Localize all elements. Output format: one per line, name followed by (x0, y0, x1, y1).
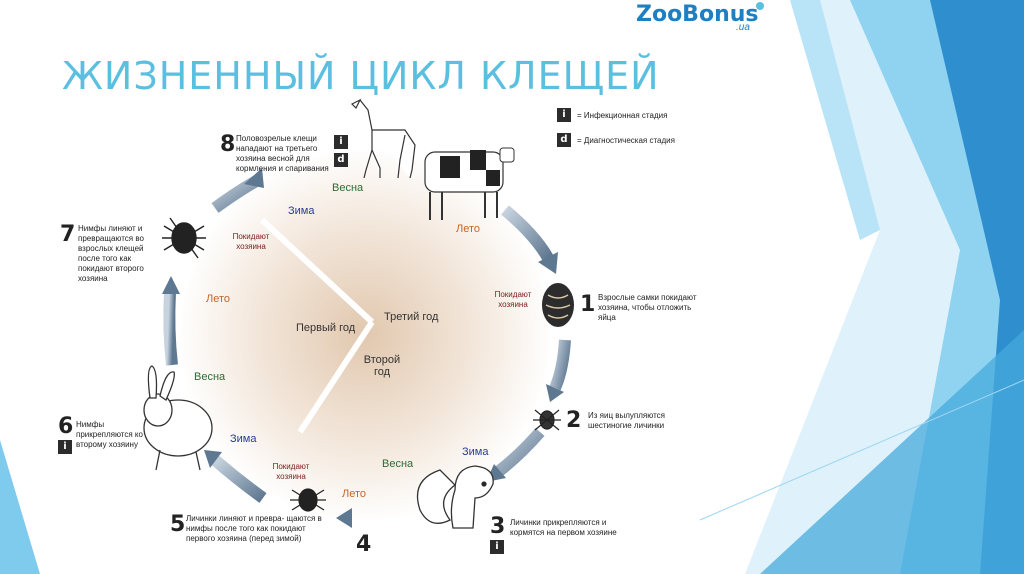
arrowhead-7 (162, 276, 180, 294)
arrowhead-2 (538, 252, 558, 274)
arrow-segment-6-to-7 (163, 291, 178, 366)
year-label-second: Второй год (363, 354, 401, 378)
rabbit-silhouette (143, 365, 213, 471)
season-summer-left: Лето (206, 293, 231, 305)
step-note-7: Нимфы линяют и превращаются во взрослых … (78, 224, 144, 283)
step-number-6: 6 (58, 414, 74, 439)
arrowhead-1 (244, 168, 264, 188)
step-number-5: 5 (170, 512, 186, 537)
leave-host-label-top: Покидают хозяина (232, 232, 270, 251)
step-number-4: 4 (356, 532, 372, 557)
deer-silhouette (350, 98, 416, 179)
arrow-segment-cow-to-1 (501, 205, 554, 262)
nymph-tick-silhouette (290, 488, 326, 512)
step-8-badge-i: i (334, 135, 348, 149)
year-label-third: Третий год (384, 311, 439, 323)
season-summer-bottom: Лето (342, 488, 367, 500)
season-spring-bottom: Весна (382, 458, 414, 470)
step-note-5: Личинки линяют и превра- щаются в нимфы … (186, 514, 322, 543)
arrowhead-3 (546, 384, 564, 402)
step-number-2: 2 (566, 408, 582, 433)
squirrel-silhouette (416, 465, 494, 529)
brand-logo: ZooBonus (636, 2, 759, 27)
page-title: ЖИЗНЕННЫЙ ЦИКЛ КЛЕЩЕЙ (62, 54, 660, 98)
step-note-8: Половозрелые клещи нападают на третьего … (236, 134, 329, 173)
engorged-tick-silhouette (542, 283, 574, 327)
brand-logo-suffix: .ua (736, 22, 750, 33)
season-spring-left: Весна (194, 371, 226, 383)
step-number-8: 8 (220, 132, 236, 157)
year-label-first: Первый год (296, 322, 356, 334)
step-note-3: Личинки прикрепляются и кормятся на перв… (510, 518, 617, 537)
legend-badge-d: d (557, 133, 571, 147)
step-number-7: 7 (60, 222, 76, 247)
arrowhead-5 (336, 508, 352, 528)
brand-dot (756, 2, 764, 10)
year-divider-left (259, 217, 375, 325)
season-winter-top: Зима (288, 205, 315, 217)
step-6-badge-i: i (58, 440, 72, 454)
step-number-3: 3 (490, 514, 506, 539)
season-spring-top: Весна (332, 182, 364, 194)
legend-badge-i: i (557, 108, 571, 122)
step-8-badge-d: d (334, 153, 348, 167)
step-note-1: Взрослые самки покидают хозяина, чтобы о… (598, 293, 697, 322)
arrow-segment-5-to-6 (211, 455, 267, 503)
step-note-6: Нимфы прикрепляются ко второму хозяину (76, 420, 143, 449)
step-note-2: Из яиц вылупляются шестиногие личинки (588, 411, 665, 430)
larva-tick-silhouette (533, 409, 561, 431)
season-winter-right: Зима (462, 446, 489, 458)
legend-infection-text: = Инфекционная стадия (577, 111, 668, 120)
step-number-1: 1 (580, 292, 596, 317)
leave-host-label-right: Покидают хозяина (494, 290, 532, 309)
legend-diagnostic-text: = Диагностическая стадия (577, 136, 675, 145)
season-summer-right: Лето (456, 223, 481, 235)
season-winter-left: Зима (230, 433, 257, 445)
leave-host-label-bottom: Покидают хозяина (272, 462, 310, 481)
arrow-segment-1-to-2 (549, 339, 571, 391)
cow-silhouette (424, 147, 515, 220)
step-3-badge-i: i (490, 540, 504, 554)
year-divider-down (297, 320, 375, 434)
arrowhead-6 (204, 450, 222, 468)
adult-tick-silhouette (162, 217, 206, 259)
arrow-segment-2-to-3 (494, 428, 545, 477)
